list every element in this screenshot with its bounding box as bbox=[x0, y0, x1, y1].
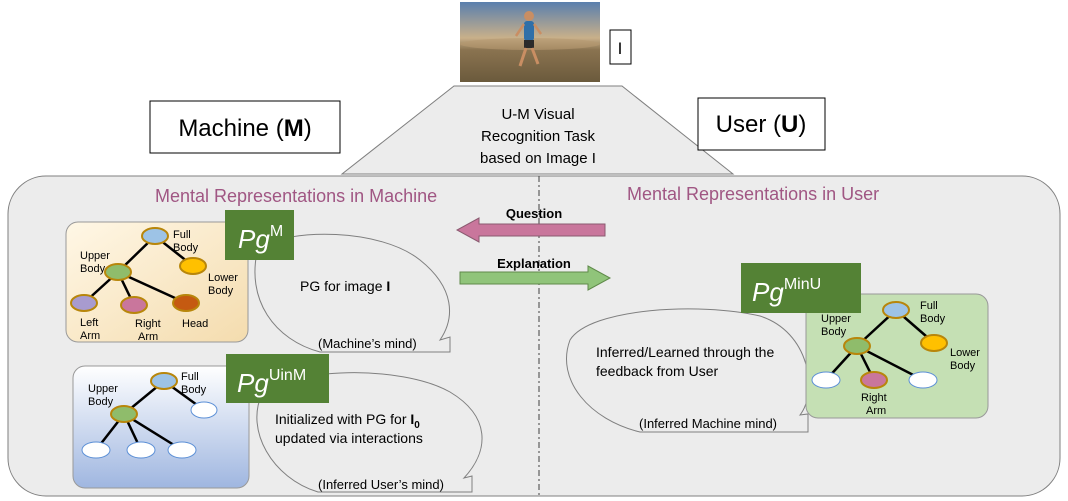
user-box bbox=[697, 97, 826, 151]
pguinm-tree-box bbox=[72, 365, 250, 489]
pguinm-label: PgUinM bbox=[237, 367, 306, 398]
pgminu-node-full-body bbox=[882, 301, 910, 319]
pgminu-right-arm-1: Right bbox=[861, 392, 887, 404]
pguinm-node-upper-body bbox=[110, 405, 138, 423]
pgm-lower-body-1: Lower bbox=[208, 272, 238, 284]
pgminu-upper-body-1: Upper bbox=[821, 313, 851, 325]
question-arrow bbox=[455, 217, 606, 243]
pgminu-right-arm-2: Arm bbox=[866, 405, 886, 417]
pgminu-full-body-2: Body bbox=[920, 313, 946, 325]
pgm-tree-box bbox=[65, 221, 249, 343]
pgm-node-upper-body bbox=[104, 263, 132, 281]
pgm-left-arm-2: Arm bbox=[80, 330, 100, 342]
pgminu-upper-body-2: Body bbox=[821, 326, 847, 338]
pgminu-full-body-1: Full bbox=[920, 300, 938, 312]
pgm-node-left-arm bbox=[70, 294, 98, 312]
pgm-caption: (Machine’s mind) bbox=[318, 336, 417, 351]
pgminu-node-right-arm bbox=[860, 371, 888, 389]
pgm-node-full-body bbox=[141, 227, 169, 245]
pgminu-bubble-line2: feedback from User bbox=[596, 363, 718, 379]
pgminu-label: PgMinU bbox=[752, 276, 821, 307]
machine-label: Machine (M) bbox=[178, 115, 311, 142]
pgm-node-lower-body bbox=[179, 257, 207, 275]
explanation-label: Explanation bbox=[497, 256, 571, 271]
pgm-label: PgM bbox=[238, 223, 283, 254]
machine-panel-title: Mental Representations in Machine bbox=[155, 186, 437, 206]
pgminu-lower-body-1: Lower bbox=[950, 347, 980, 359]
pguinm-bubble-line1: Initialized with PG for I0 bbox=[275, 411, 420, 431]
task-line3: based on Image I bbox=[480, 150, 596, 167]
pguinm-node-head bbox=[167, 441, 197, 459]
task-trapezoid bbox=[340, 85, 735, 175]
pgm-right-arm-2: Arm bbox=[138, 331, 158, 343]
pgminu-node-lower-body bbox=[920, 334, 948, 352]
pgm-right-arm-1: Right bbox=[135, 318, 161, 330]
pguinm-label-box bbox=[226, 354, 329, 403]
runner-image bbox=[460, 2, 600, 82]
pgm-left-arm-1: Left bbox=[80, 317, 98, 329]
pgm-bubble-text: PG for image I bbox=[300, 278, 390, 294]
pguinm-bubble-line2: updated via interactions bbox=[275, 430, 423, 446]
user-label: User (U) bbox=[716, 111, 807, 138]
pgm-label-box bbox=[225, 210, 294, 260]
task-line1: U-M Visual bbox=[501, 106, 574, 123]
pgm-lower-body-2: Body bbox=[208, 285, 234, 297]
pgm-upper-body-1: Upper bbox=[80, 250, 110, 262]
pgm-node-head bbox=[172, 294, 200, 312]
pguinm-full-body-2: Body bbox=[181, 384, 207, 396]
pguinm-node-right-arm bbox=[126, 441, 156, 459]
pgminu-bubble-line1: Inferred/Learned through the bbox=[596, 344, 774, 360]
pguinm-caption: (Inferred User’s mind) bbox=[318, 477, 444, 492]
pguinm-upper-body-2: Body bbox=[88, 396, 114, 408]
pgm-full-body-1: Full bbox=[173, 229, 191, 241]
pgm-bubble bbox=[254, 233, 451, 353]
user-panel-title: Mental Representations in User bbox=[627, 184, 879, 204]
pguinm-node-full-body bbox=[150, 372, 178, 390]
pguinm-node-lower-body bbox=[190, 401, 218, 419]
pgminu-caption: (Inferred Machine mind) bbox=[639, 416, 777, 431]
question-label: Question bbox=[506, 206, 562, 221]
explanation-arrow bbox=[459, 265, 612, 291]
pgm-full-body-2: Body bbox=[173, 242, 199, 254]
pguinm-upper-body-1: Upper bbox=[88, 383, 118, 395]
pguinm-node-left-arm bbox=[81, 441, 111, 459]
pgminu-node-left-arm bbox=[811, 371, 841, 389]
pgminu-node-upper-body bbox=[843, 337, 871, 355]
task-line2: Recognition Task bbox=[481, 128, 595, 145]
pgminu-tree-box bbox=[805, 293, 989, 419]
pgm-upper-body-2: Body bbox=[80, 263, 106, 275]
pgminu-node-head bbox=[908, 371, 938, 389]
machine-box bbox=[149, 100, 341, 154]
pgminu-label-box bbox=[741, 263, 861, 313]
pgm-node-right-arm bbox=[120, 296, 148, 314]
image-label-box bbox=[609, 29, 632, 65]
pguinm-full-body-1: Full bbox=[181, 371, 199, 383]
pgm-head: Head bbox=[182, 318, 208, 330]
image-label: I bbox=[618, 39, 623, 58]
pgminu-lower-body-2: Body bbox=[950, 360, 976, 372]
